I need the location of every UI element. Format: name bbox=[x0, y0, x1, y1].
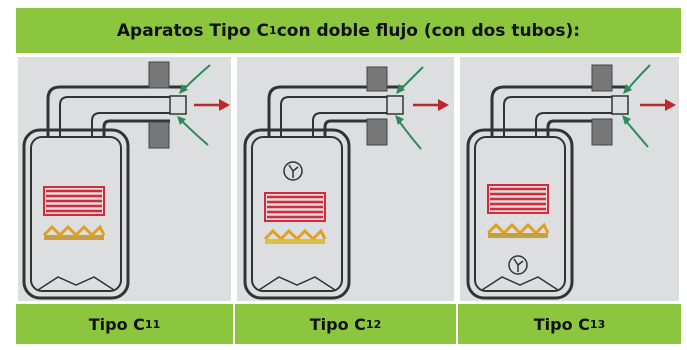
appliance-diagram-c13 bbox=[466, 64, 676, 300]
title-main: Aparatos Tipo C bbox=[116, 20, 270, 41]
base-vents bbox=[481, 276, 559, 291]
heat-exchanger bbox=[264, 192, 326, 222]
flue-gas-arrow bbox=[640, 99, 676, 111]
caption-main: Tipo C bbox=[309, 314, 366, 334]
fan-icon bbox=[508, 255, 528, 275]
caption-sub: 11 bbox=[144, 317, 161, 331]
appliance-diagram-c12 bbox=[243, 66, 449, 300]
appliance-diagram-c11 bbox=[22, 61, 230, 300]
title-sub: 1 bbox=[269, 24, 277, 37]
caption-sub: 12 bbox=[365, 317, 382, 331]
base-vents bbox=[37, 276, 115, 291]
appliance-body bbox=[243, 128, 351, 300]
wall-block bbox=[148, 61, 170, 149]
fan-icon bbox=[283, 161, 303, 181]
burner bbox=[486, 222, 550, 238]
wall-block bbox=[366, 66, 388, 146]
wall-block bbox=[591, 64, 613, 146]
panel-c13 bbox=[458, 55, 681, 303]
burner bbox=[42, 224, 106, 240]
flue-pipe bbox=[267, 85, 404, 137]
air-intake-arrows bbox=[177, 64, 211, 146]
burner bbox=[263, 228, 327, 244]
caption-sub: 13 bbox=[589, 317, 606, 331]
caption-main: Tipo C bbox=[88, 314, 145, 334]
appliance-body bbox=[466, 128, 574, 300]
title-rest: con doble flujo (con dos tubos): bbox=[276, 20, 581, 41]
air-intake-arrows bbox=[622, 64, 651, 148]
base-vents bbox=[258, 276, 336, 291]
flue-gas-arrow bbox=[413, 99, 449, 111]
air-intake-arrows bbox=[395, 66, 424, 150]
flue-pipe bbox=[490, 85, 629, 137]
flue-gas-arrow bbox=[194, 99, 230, 111]
panel-c12 bbox=[235, 55, 456, 303]
flue-pipe bbox=[46, 85, 187, 137]
caption-main: Tipo C bbox=[533, 314, 590, 334]
heat-exchanger bbox=[43, 186, 105, 216]
appliance-body bbox=[22, 128, 130, 300]
panel-c11 bbox=[16, 55, 233, 303]
heat-exchanger bbox=[487, 184, 549, 214]
